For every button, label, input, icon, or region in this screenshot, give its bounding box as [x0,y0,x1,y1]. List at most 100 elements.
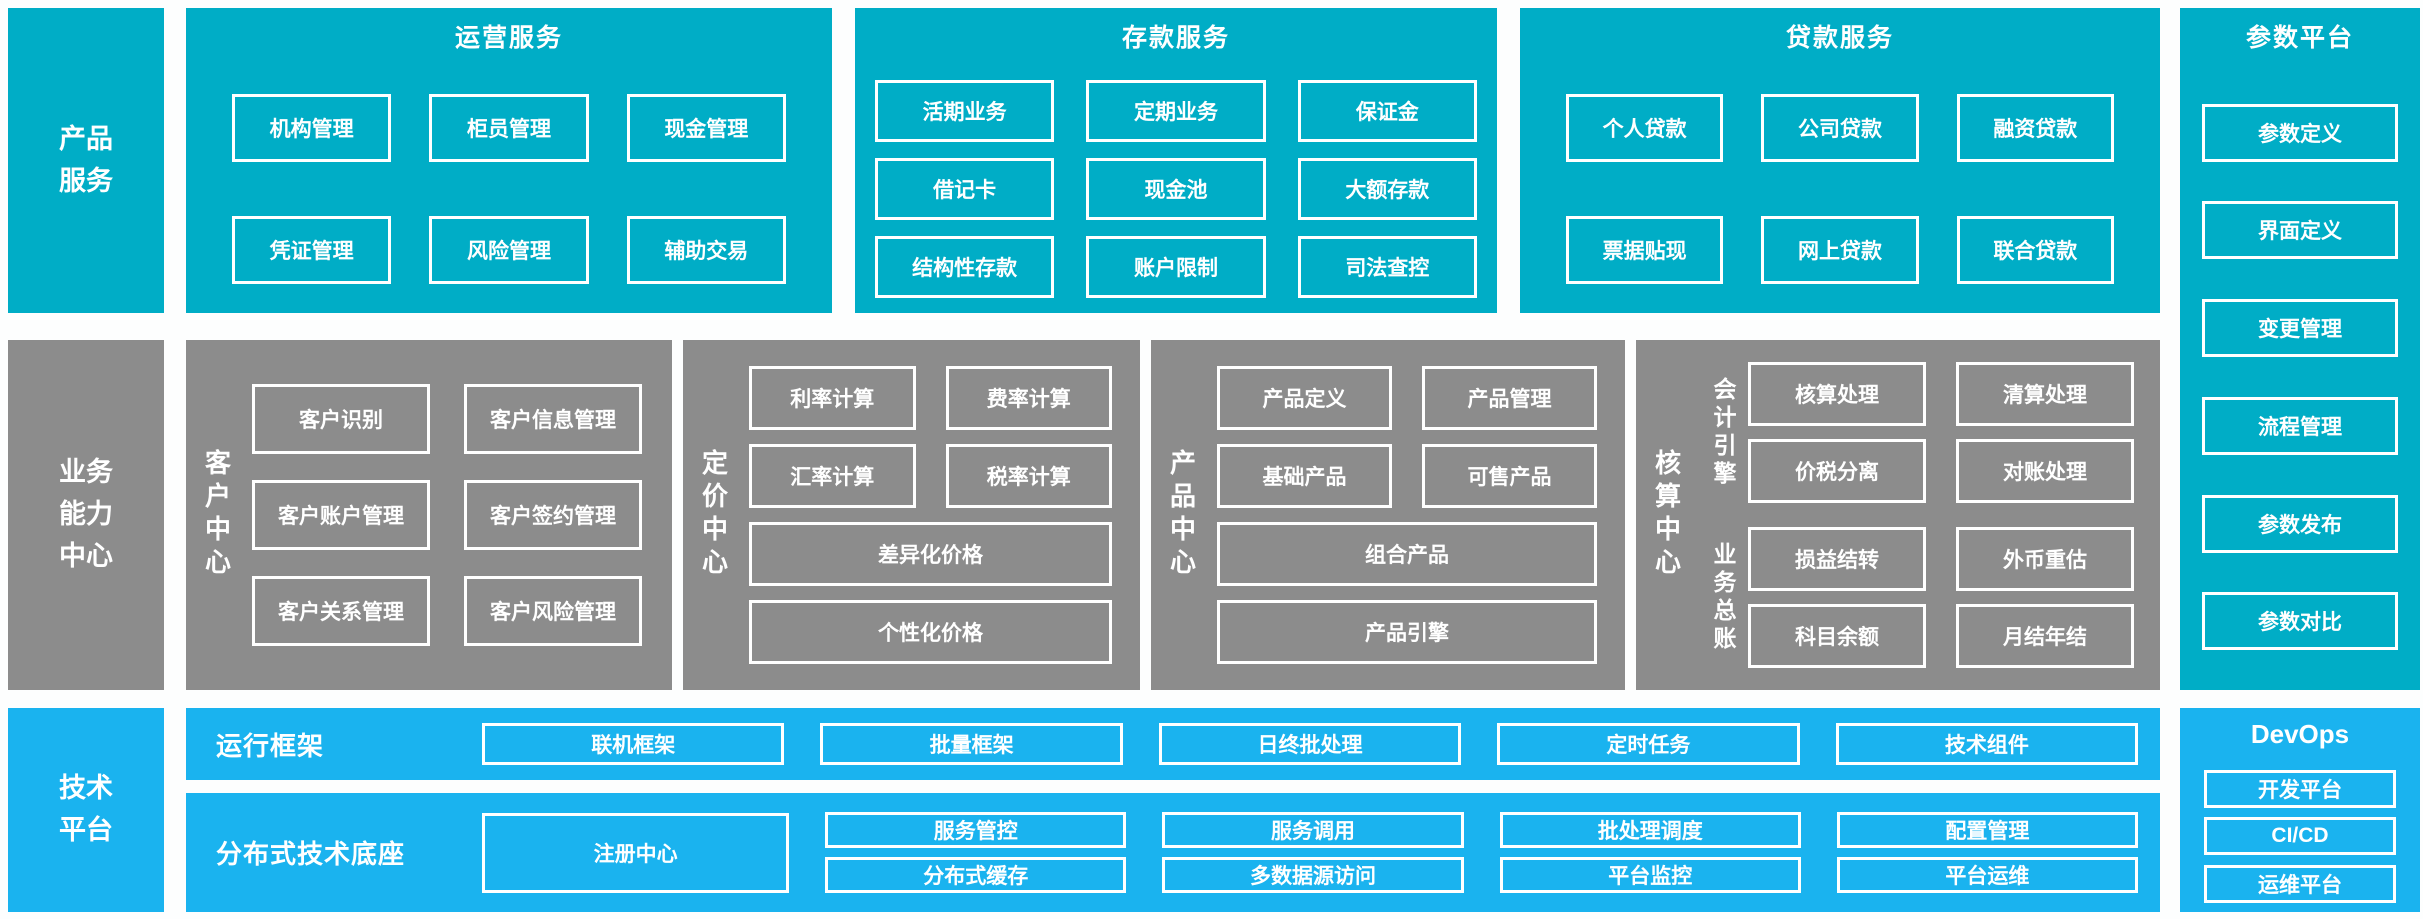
panel-grid: 个人贷款 公司贷款 融资贷款 票据贴现 网上贷款 联合贷款 [1520,64,2160,313]
auxiliary-transaction-card: 辅助交易 [626,215,786,284]
group-grid: 核算处理 清算处理 价税分离 对账处理 [1748,362,2134,503]
personal-loan-card: 个人贷款 [1566,93,1724,162]
panel-vertical-label: 产品中心 [1166,449,1197,581]
loan-services-panel: 贷款服务 个人贷款 公司贷款 融资贷款 票据贴现 网上贷款 联合贷款 [1520,8,2160,313]
exchange-rate-calc-card: 汇率计算 [749,444,916,508]
spacer [2180,162,2420,202]
online-framework-card: 联机框架 [482,723,785,765]
group-vertical-label: 业务总账 [1710,541,1736,654]
teller-management-card: 柜员管理 [429,93,589,162]
large-deposit-card: 大额存款 [1297,157,1477,220]
pricing-center-panel: 定价中心 利率计算 费率计算 汇率计算 税率计算 差异化价格 个性化价格 [683,340,1140,690]
tech-component-card: 技术组件 [1835,723,2139,765]
param-release-card: 参数发布 [2202,494,2398,553]
row-label: 分布式技术底座 [216,839,406,869]
customer-risk-management-card: 客户风险管理 [464,576,642,646]
panel-title: 参数平台 [2245,24,2354,52]
customer-identification-card: 客户识别 [252,384,430,454]
reconciliation-processing-card: 对账处理 [1956,439,2134,503]
online-loan-card: 网上贷款 [1761,215,1919,284]
panel-grid: 客户识别 客户信息管理 客户账户管理 客户签约管理 客户关系管理 客户风险管理 [248,340,672,690]
interest-rate-calc-card: 利率计算 [749,366,916,430]
rail-line: 能力 [59,499,113,530]
ops-platform-card: 运维平台 [2204,864,2396,903]
spacer [2180,650,2420,690]
financing-loan-card: 融资贷款 [1956,93,2114,162]
price-tax-separation-card: 价税分离 [1748,439,1926,503]
rail-technology-platform: 技术 平台 [8,708,164,912]
spacer [2180,760,2420,770]
distributed-base-panel: 分布式技术底座 注册中心 服务管控 分布式缓存 服务调用 多数据源访问 批处理调… [186,793,2160,912]
account-restriction-card: 账户限制 [1086,235,1266,298]
row-label: 运行框架 [216,730,325,761]
margin-deposit-card: 保证金 [1297,79,1477,142]
fx-revaluation-card: 外币重估 [1956,527,2134,591]
pnl-carryover-card: 损益结转 [1748,527,1926,591]
account-balance-card: 科目余额 [1748,604,1926,668]
spacer [2180,64,2420,104]
multi-datasource-access-card: 多数据源访问 [1162,857,1464,893]
parameter-platform-panel: 参数平台 参数定义 界面定义 变更管理 流程管理 参数发布 参数对比 [2180,8,2420,690]
fee-rate-calc-card: 费率计算 [945,366,1112,430]
differentiated-pricing-card: 差异化价格 [749,522,1112,586]
product-engine-card: 产品引擎 [1217,600,1597,664]
pair-column: 批处理调度 平台监控 [1499,812,1801,893]
pair-column: 服务管控 分布式缓存 [825,812,1127,893]
rail-line: 技术 [59,773,113,804]
institution-management-card: 机构管理 [232,93,392,162]
personalized-pricing-card: 个性化价格 [749,600,1112,664]
ui-definition-card: 界面定义 [2202,201,2398,260]
accounting-engine-group: 会计引擎 核算处理 清算处理 价税分离 对账处理 [1698,362,2134,503]
eod-batch-card: 日终批处理 [1158,723,1462,765]
panel-title: DevOps [2250,718,2350,749]
devops-panel: DevOps 开发平台 CI/CD 运维平台 [2180,708,2420,912]
runtime-framework-panel: 运行框架 联机框架 批量框架 日终批处理 定时任务 技术组件 [186,708,2160,780]
distributed-cache-card: 分布式缓存 [825,857,1127,893]
rail-line: 平台 [59,815,113,845]
service-invocation-card: 服务调用 [1162,812,1464,848]
panel-grid: 利率计算 费率计算 汇率计算 税率计算 差异化价格 个性化价格 [745,340,1140,690]
demand-deposit-card: 活期业务 [875,79,1055,142]
clearing-processing-card: 清算处理 [1956,362,2134,426]
spacer [2180,855,2420,865]
dev-platform-card: 开发平台 [2204,769,2396,808]
param-compare-card: 参数对比 [2202,592,2398,651]
rail-product-services: 产品 服务 [8,8,164,313]
product-center-panel: 产品中心 产品定义 产品管理 基础产品 可售产品 组合产品 产品引擎 [1151,340,1625,690]
cash-management-card: 现金管理 [626,93,786,162]
sellable-product-card: 可售产品 [1422,444,1597,508]
ci-cd-card: CI/CD [2204,817,2396,855]
voucher-management-card: 凭证管理 [232,215,392,284]
risk-management-card: 风险管理 [429,215,589,284]
batch-framework-card: 批量框架 [820,723,1123,765]
process-management-card: 流程管理 [2202,396,2398,455]
pair-column: 配置管理 平台运维 [1836,812,2139,893]
panel-grid: 活期业务 定期业务 保证金 借记卡 现金池 大额存款 结构性存款 账户限制 司法… [855,64,1497,313]
rail-line: 中心 [59,540,113,571]
customer-relationship-management-card: 客户关系管理 [252,576,430,646]
cash-pool-card: 现金池 [1086,157,1266,220]
accounting-processing-card: 核算处理 [1748,362,1926,426]
panel-title: 贷款服务 [1785,24,1894,52]
deposit-services-panel: 存款服务 活期业务 定期业务 保证金 借记卡 现金池 大额存款 结构性存款 账户… [855,8,1497,313]
accounting-center-panel: 核算中心 会计引擎 核算处理 清算处理 价税分离 对账处理 业务总账 损益结转 … [1636,340,2160,690]
tax-rate-calc-card: 税率计算 [945,444,1112,508]
combined-product-card: 组合产品 [1217,522,1597,586]
group-grid: 损益结转 外币重估 科目余额 月结年结 [1748,527,2134,668]
rail-line: 服务 [59,165,113,196]
business-ledger-group: 业务总账 损益结转 外币重估 科目余额 月结年结 [1698,527,2134,668]
service-governance-card: 服务管控 [825,812,1127,848]
accounting-groups: 会计引擎 核算处理 清算处理 价税分离 对账处理 业务总账 损益结转 外币重估 … [1698,340,2160,690]
customer-center-panel: 客户中心 客户识别 客户信息管理 客户账户管理 客户签约管理 客户关系管理 客户… [186,340,672,690]
spacer [2180,553,2420,593]
syndicated-loan-card: 联合贷款 [1956,215,2114,284]
platform-monitoring-card: 平台监控 [1499,857,1801,893]
product-definition-card: 产品定义 [1217,366,1392,430]
operations-services-panel: 运营服务 机构管理 柜员管理 现金管理 凭证管理 风险管理 辅助交易 [186,8,832,313]
spacer [2180,903,2420,913]
customer-info-management-card: 客户信息管理 [464,384,642,454]
spacer [2180,259,2420,299]
customer-contract-management-card: 客户签约管理 [464,480,642,550]
pair-column: 服务调用 多数据源访问 [1162,812,1464,893]
config-management-card: 配置管理 [1836,812,2139,848]
